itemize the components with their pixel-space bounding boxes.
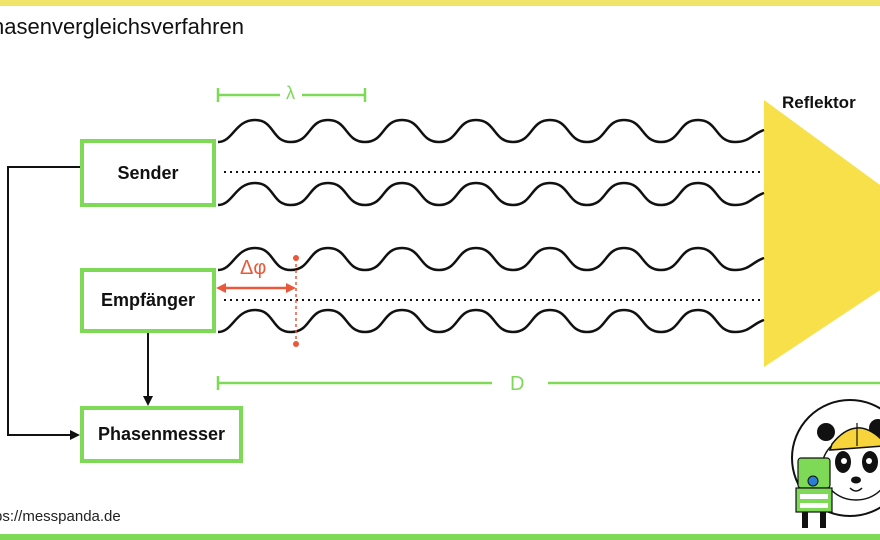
- phase-arrowhead-right: [286, 283, 296, 293]
- connector-arrowhead-right: [70, 430, 80, 440]
- wave-3: [217, 246, 765, 272]
- receiver-box: Empfänger: [80, 268, 216, 333]
- bottom-accent-bar: [0, 534, 880, 540]
- page-title: hasenvergleichsverfahren: [0, 14, 244, 39]
- connector-arrowhead-down: [143, 396, 153, 406]
- source-url: ps://messpanda.de: [0, 508, 121, 525]
- phase-arrowhead-left: [216, 283, 226, 293]
- phase-meter-box: Phasenmesser: [80, 406, 243, 463]
- reflector-prism: [764, 100, 880, 367]
- phase-marker-dot-top: [293, 255, 299, 261]
- wave-4: [217, 308, 765, 334]
- phase-shift-label: Δφ: [240, 257, 267, 279]
- wave-2: [217, 181, 765, 207]
- phase-meter-label: Phasenmesser: [97, 424, 226, 444]
- sender-box: Sender: [80, 139, 216, 207]
- phase-marker-dot-bottom: [293, 341, 299, 347]
- sender-to-phase-meter-connector: [7, 166, 80, 436]
- sender-label: Sender: [117, 162, 179, 183]
- wave-1: [217, 118, 765, 144]
- reflector-label: Reflektor: [782, 93, 856, 112]
- wavelength-label: λ: [286, 83, 295, 103]
- top-accent-bar: [0, 0, 880, 6]
- receiver-label: Empfänger: [100, 290, 196, 310]
- distance-label: D: [510, 373, 525, 395]
- panda-mascot-icon: [791, 399, 880, 528]
